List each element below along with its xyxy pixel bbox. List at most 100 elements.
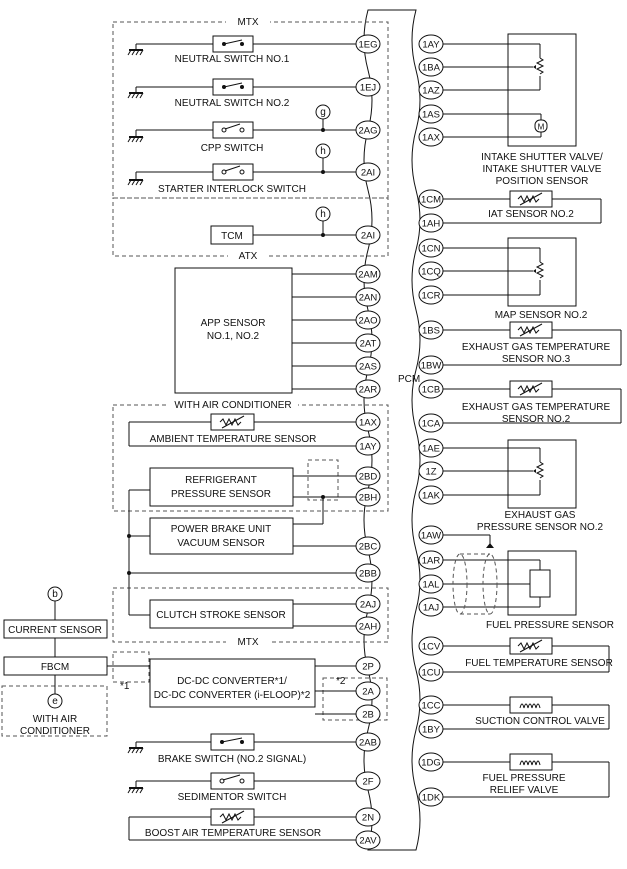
right-pin-terminal: 1AS [418, 104, 444, 124]
right-pin-label: 1AX [422, 133, 441, 144]
right-pin-terminal: 1AJ [418, 597, 444, 617]
right-pin-terminal: 1AZ [418, 80, 444, 100]
svg-text:EXHAUST GAS TEMPERATURE: EXHAUST GAS TEMPERATURE [462, 342, 611, 353]
right-pin-label: 1DK [422, 793, 441, 804]
right-pin-label: 1AH [422, 219, 441, 230]
neutral-switch-1: NEUTRAL SWITCH NO.1 [127, 35, 357, 65]
left-pin-terminal: 2AN [355, 287, 381, 307]
left-pin-label: 2AB [359, 738, 377, 749]
svg-text:EXHAUST GAS: EXHAUST GAS [505, 510, 576, 521]
svg-text:h: h [320, 146, 326, 157]
fuel-pressure-relief-valve: FUEL PRESSURE RELIEF VALVE [443, 753, 610, 798]
left-pin-label: 2AH [359, 622, 378, 633]
right-pin-label: 1BA [422, 63, 441, 74]
right-pin-terminal: 1CV [418, 636, 444, 656]
pins-right: 1AY1BA1AZ1AS1AX1CM1AH1CN1CQ1CR1BS1BW1CB1… [418, 34, 444, 807]
switch-icon [220, 737, 244, 744]
svg-text:INTAKE SHUTTER VALVE: INTAKE SHUTTER VALVE [483, 164, 602, 175]
left-pin-label: 2AI [361, 231, 375, 242]
left-pin-terminal: 2AI [355, 162, 381, 182]
right-pin-terminal: 1CM [418, 189, 444, 209]
ambient-temperature-sensor: AMBIENT TEMPERATURE SENSOR [128, 413, 357, 447]
right-pin-terminal: 1CA [418, 413, 444, 433]
svg-text:VACUUM SENSOR: VACUUM SENSOR [177, 538, 265, 549]
svg-text:PRESSURE SENSOR: PRESSURE SENSOR [171, 489, 271, 500]
left-pin-label: 2AT [360, 339, 377, 350]
right-pin-label: 1AZ [422, 86, 440, 97]
svg-text:SENSOR NO.3: SENSOR NO.3 [502, 354, 571, 365]
svg-text:FBCM: FBCM [41, 662, 69, 673]
left-pin-label: 2AV [359, 836, 377, 847]
left-pin-terminal: 1AX [355, 412, 381, 432]
svg-text:CURRENT SENSOR: CURRENT SENSOR [8, 625, 102, 636]
svg-text:CLUTCH STROKE SENSOR: CLUTCH STROKE SENSOR [156, 610, 285, 621]
right-pin-terminal: 1AL [418, 574, 444, 594]
exhaust-gas-pressure-sensor-2: EXHAUST GAS PRESSURE SENSOR NO.2 [443, 439, 604, 533]
tcm: TCM h [210, 206, 357, 245]
intake-shutter-valve: M INTAKE SHUTTER VALVE/ INTAKE SHUTTER V… [443, 33, 603, 187]
left-pin-terminal: 2N [355, 807, 381, 827]
fuel-pressure-sensor: FUEL PRESSURE SENSOR [443, 534, 614, 631]
map-sensor-2: MAP SENSOR NO.2 [443, 237, 588, 321]
svg-text:NEUTRAL SWITCH NO.2: NEUTRAL SWITCH NO.2 [175, 98, 290, 109]
potentiometer-icon [533, 57, 545, 75]
left-pin-label: 2BC [359, 542, 378, 553]
svg-text:POWER BRAKE UNIT: POWER BRAKE UNIT [171, 524, 272, 535]
ground-icon [127, 49, 144, 56]
svg-text:SEDIMENTOR SWITCH: SEDIMENTOR SWITCH [178, 792, 287, 803]
left-pin-label: 1EJ [360, 83, 377, 94]
egt-sensor-3: EXHAUST GAS TEMPERATURE SENSOR NO.3 [443, 321, 622, 366]
right-pin-terminal: 1CU [418, 662, 444, 682]
left-pin-label: 2A [362, 687, 374, 698]
svg-text:NO.1, NO.2: NO.1, NO.2 [207, 331, 260, 342]
left-pin-terminal: 2AR [355, 379, 381, 399]
left-pin-label: 1AY [359, 442, 377, 453]
right-pin-terminal: 1DG [418, 752, 444, 772]
right-pin-terminal: 1AX [418, 127, 444, 147]
right-pin-label: 1CA [422, 419, 441, 430]
right-pin-terminal: 1CN [418, 238, 444, 258]
note1-group [112, 651, 150, 683]
right-pin-label: 1Z [425, 467, 436, 478]
left-pin-terminal: 2AG [355, 120, 381, 140]
with-ac-group [112, 404, 389, 512]
svg-text:RELIEF VALVE: RELIEF VALVE [490, 785, 559, 796]
svg-text:g: g [320, 107, 326, 118]
coil-icon [519, 703, 541, 709]
pcm-label: PCM [398, 374, 420, 385]
junction-e [47, 693, 63, 709]
right-pin-terminal: 1CC [418, 695, 444, 715]
left-pin-terminal: 2BC [355, 536, 381, 556]
svg-text:WITH AIR: WITH AIR [33, 714, 77, 725]
right-pin-label: 1AS [422, 110, 440, 121]
right-pin-label: 1BW [421, 361, 442, 372]
left-pin-terminal: 2A [355, 681, 381, 701]
svg-text:M: M [538, 123, 545, 132]
junction-h [315, 206, 331, 222]
thermistor-icon [219, 810, 245, 824]
svg-text:e: e [52, 696, 58, 707]
app-sensor: APP SENSOR NO.1, NO.2 [174, 267, 357, 394]
svg-text:DC-DC CONVERTER (i-ELOOP)*2: DC-DC CONVERTER (i-ELOOP)*2 [154, 690, 311, 701]
right-pin-label: 1CU [421, 668, 440, 679]
dcdc-converter: DC-DC CONVERTER*1/ DC-DC CONVERTER (i-EL… [149, 658, 357, 715]
coil-icon [519, 760, 541, 766]
right-pin-terminal: 1AY [418, 34, 444, 54]
right-pin-label: 1CB [422, 385, 440, 396]
thermistor-icon [517, 323, 543, 337]
left-pin-label: 2AR [359, 385, 378, 396]
svg-text:AMBIENT TEMPERATURE SENSOR: AMBIENT TEMPERATURE SENSOR [150, 434, 317, 445]
note1-label: *1 [120, 681, 130, 692]
svg-text:PRESSURE SENSOR NO.2: PRESSURE SENSOR NO.2 [477, 522, 604, 533]
left-pin-terminal: 2AH [355, 616, 381, 636]
right-pin-label: 1AR [422, 556, 441, 567]
svg-text:FUEL PRESSURE SENSOR: FUEL PRESSURE SENSOR [486, 620, 614, 631]
right-pin-terminal: 1CB [418, 379, 444, 399]
svg-text:TCM: TCM [221, 231, 243, 242]
motor-icon: M [534, 119, 548, 133]
svg-text:SENSOR NO.2: SENSOR NO.2 [502, 414, 571, 425]
left-pin-terminal: 2AT [355, 333, 381, 353]
svg-text:BOOST AIR TEMPERATURE SENSOR: BOOST AIR TEMPERATURE SENSOR [145, 828, 321, 839]
left-pin-label: 2AI [361, 168, 375, 179]
power-brake-vacuum-sensor: POWER BRAKE UNIT VACUUM SENSOR [149, 495, 357, 555]
